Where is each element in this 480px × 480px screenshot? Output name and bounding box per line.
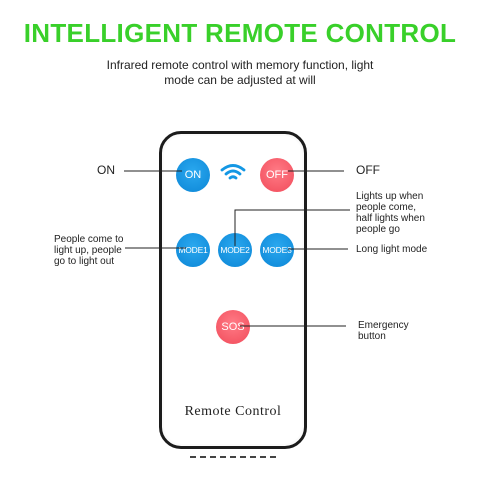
sos-callout-label: Emergency button xyxy=(358,320,409,342)
mode2-callout-line-2: people come, xyxy=(356,202,417,213)
subtitle-line-2: mode can be adjusted at will xyxy=(164,73,316,87)
off-callout-label: OFF xyxy=(356,163,380,177)
mode1-callout-label: People come to light up, people go to li… xyxy=(54,234,124,267)
sos-button[interactable]: SOS xyxy=(216,310,250,344)
on-callout-label: ON xyxy=(97,163,115,177)
remote-brand-label: Remote Control xyxy=(184,404,282,419)
mode3-callout-label: Long light mode xyxy=(356,244,428,255)
mode1-button[interactable]: MODE1 xyxy=(176,233,210,267)
sos-callout-line-1: Emergency xyxy=(358,320,409,331)
page-title: INTELLIGENT REMOTE CONTROL xyxy=(23,18,457,48)
mode2-callout-line xyxy=(234,209,350,246)
mode2-callout-line-4: people go xyxy=(356,224,400,235)
on-button[interactable]: ON xyxy=(176,158,210,192)
subtitle: Infrared remote control with memory func… xyxy=(60,58,420,88)
mode1-callout-line-2: light up, people xyxy=(54,245,122,256)
subtitle-line-1: Infrared remote control with memory func… xyxy=(106,58,374,72)
mode2-callout-line-1: Lights up when xyxy=(356,191,424,202)
mode1-callout-line-1: People come to xyxy=(54,234,124,245)
mode3-button[interactable]: MODE3 xyxy=(260,233,294,267)
mode2-callout-line-3: half lights when xyxy=(356,213,425,224)
mode1-callout-line-3: go to light out xyxy=(54,256,115,267)
sos-callout-line-2: button xyxy=(358,331,386,342)
battery-slot xyxy=(190,446,276,458)
off-button[interactable]: OFF xyxy=(260,158,294,192)
mode2-callout-label: Lights up when people come, half lights … xyxy=(356,191,425,235)
wireless-signal-icon xyxy=(220,164,246,180)
